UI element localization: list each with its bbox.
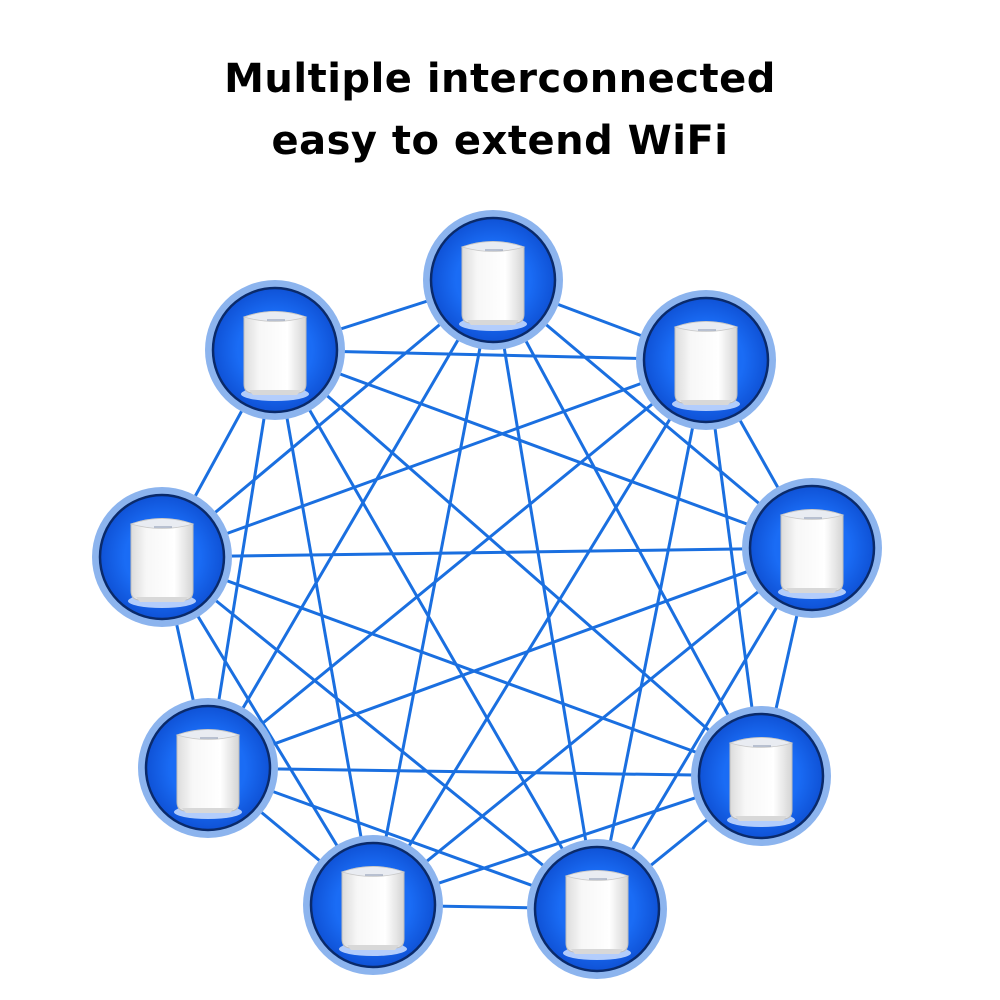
title-line-2: easy to extend WiFi (271, 118, 729, 164)
mesh-node (303, 835, 443, 975)
mesh-link (206, 279, 495, 769)
mesh-router-icon (459, 241, 527, 331)
mesh-link (491, 279, 599, 910)
mesh-node (742, 478, 882, 618)
mesh-router-icon (174, 729, 242, 819)
mesh-link (491, 279, 763, 777)
mesh-router-icon (563, 870, 631, 960)
mesh-link (595, 359, 708, 910)
mesh-link (161, 358, 707, 559)
mesh-link (371, 359, 708, 906)
mesh-router-icon (672, 321, 740, 411)
mesh-link (161, 546, 813, 559)
mesh-link (273, 349, 599, 910)
mesh-node (691, 706, 831, 846)
title-line-1: Multiple interconnected (224, 56, 776, 102)
mesh-link (274, 348, 707, 362)
mesh-router-icon (778, 509, 846, 599)
mesh-link (206, 349, 277, 769)
mesh-node (92, 487, 232, 627)
mesh-link (161, 555, 762, 778)
mesh-router-icon (727, 737, 795, 827)
mesh-node (527, 839, 667, 979)
mesh-link (161, 555, 598, 911)
mesh-node (636, 290, 776, 430)
mesh-link (274, 348, 762, 778)
mesh-nodes (92, 210, 882, 979)
mesh-link (371, 279, 495, 906)
mesh-link (207, 766, 762, 778)
mesh-link (274, 348, 813, 550)
mesh-link (372, 546, 813, 907)
mesh-router-icon (128, 518, 196, 608)
mesh-link (595, 547, 814, 910)
mesh-link (207, 358, 707, 770)
mesh-node (138, 698, 278, 838)
mesh-link (273, 349, 375, 906)
mesh-node (423, 210, 563, 350)
mesh-node (205, 280, 345, 420)
mesh-router-icon (339, 866, 407, 956)
mesh-router-icon (241, 311, 309, 401)
page-title: Multiple interconnected easy to extend W… (0, 48, 1000, 172)
mesh-link (161, 278, 494, 559)
mesh-link (207, 546, 813, 770)
